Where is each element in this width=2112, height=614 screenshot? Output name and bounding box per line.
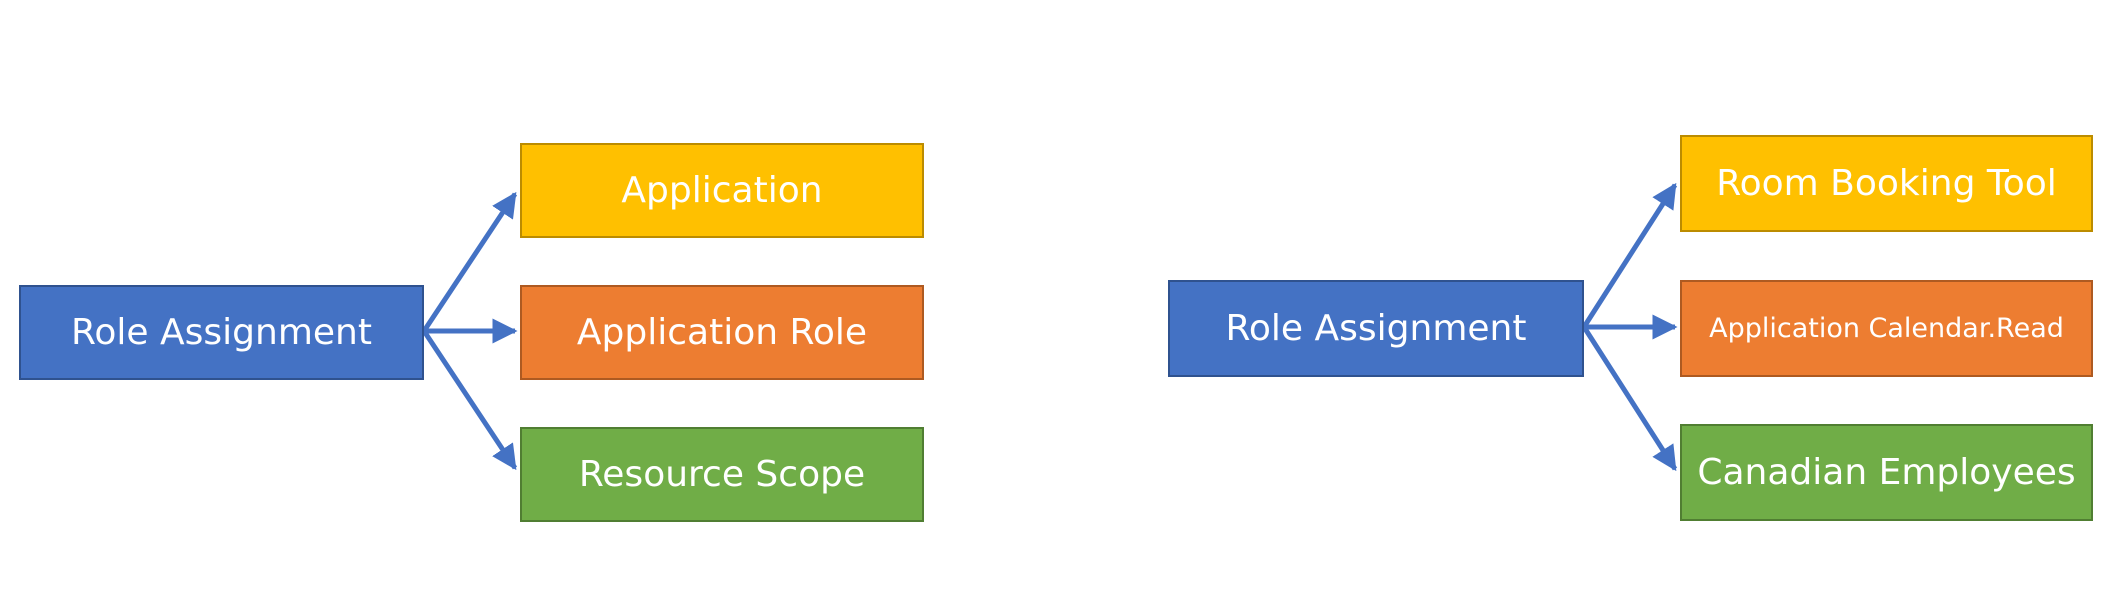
left-application-box: Application (520, 143, 924, 238)
right-canadian-employees-box: Canadian Employees (1680, 424, 2093, 521)
right-arrow-to-target-1 (1581, 182, 1678, 329)
left-arrow-to-target-3 (421, 329, 518, 471)
left-resource-scope-box: Resource Scope (520, 427, 924, 522)
right-arrow-to-target-3 (1581, 325, 1678, 472)
left-role-assignment-box: Role Assignment (19, 285, 424, 380)
right-application-calendar-read-box: Application Calendar.Read (1680, 280, 2093, 377)
right-room-booking-tool-box: Room Booking Tool (1680, 135, 2093, 232)
left-application-role-box: Application Role (520, 285, 924, 380)
left-arrow-to-target-1 (421, 191, 518, 333)
right-role-assignment-box: Role Assignment (1168, 280, 1584, 377)
